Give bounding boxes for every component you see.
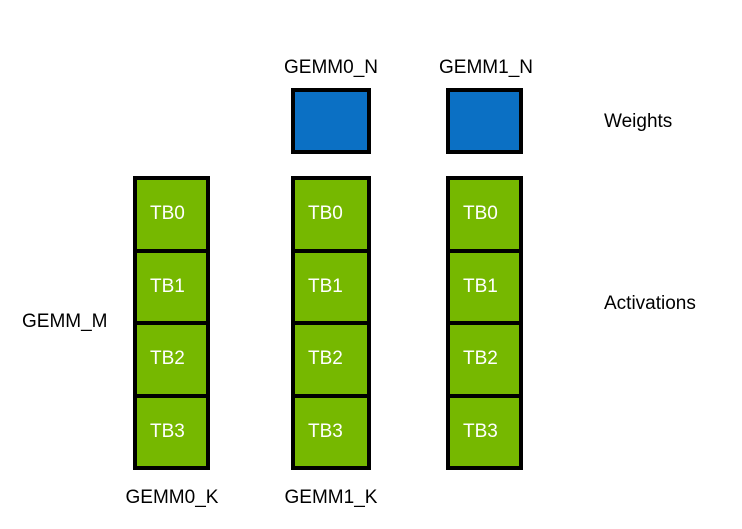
weights-box-gemm1 [446, 88, 523, 154]
activation-cell-label: TB0 [150, 203, 185, 225]
gemm0-k-label: GEMM0_K [125, 487, 219, 508]
activation-cell: TB2 [446, 321, 523, 398]
activation-cell-label: TB2 [308, 348, 343, 370]
activations-column-1: TB0 TB1 TB2 TB3 [291, 176, 371, 470]
activation-cell: TB3 [446, 393, 523, 470]
activation-cell: TB0 [133, 176, 210, 253]
activation-cell: TB1 [291, 248, 371, 325]
activation-cell: TB3 [133, 393, 210, 470]
activation-cell: TB2 [133, 321, 210, 398]
gemm1-k-label: GEMM1_K [284, 487, 378, 508]
activation-cell-label: TB0 [308, 203, 343, 225]
activation-cell: TB1 [446, 248, 523, 325]
activation-cell-label: TB2 [463, 348, 498, 370]
activation-cell: TB2 [291, 321, 371, 398]
activation-cell: TB0 [446, 176, 523, 253]
gemm1-n-label-line1: GEMM1_N [439, 57, 533, 78]
weights-box-gemm0 [291, 88, 371, 154]
activation-cell-label: TB0 [463, 203, 498, 225]
activations-column-0: TB0 TB1 TB2 TB3 [133, 176, 210, 470]
activation-cell: TB0 [291, 176, 371, 253]
activation-cell: TB3 [291, 393, 371, 470]
activation-cell-label: TB3 [463, 420, 498, 442]
activations-column-2: TB0 TB1 TB2 TB3 [446, 176, 523, 470]
weights-legend-label: Weights [604, 111, 673, 132]
activation-cell-label: TB1 [463, 275, 498, 297]
activations-legend-label: Activations [604, 293, 696, 314]
activation-cell-label: TB1 [308, 275, 343, 297]
activation-cell-label: TB3 [150, 420, 185, 442]
gemm-m-label: GEMM_M [22, 311, 108, 332]
activation-cell: TB1 [133, 248, 210, 325]
activation-cell-label: TB1 [150, 275, 185, 297]
gemm0-n-label-line1: GEMM0_N [284, 57, 378, 78]
activation-cell-label: TB3 [308, 420, 343, 442]
activation-cell-label: TB2 [150, 348, 185, 370]
